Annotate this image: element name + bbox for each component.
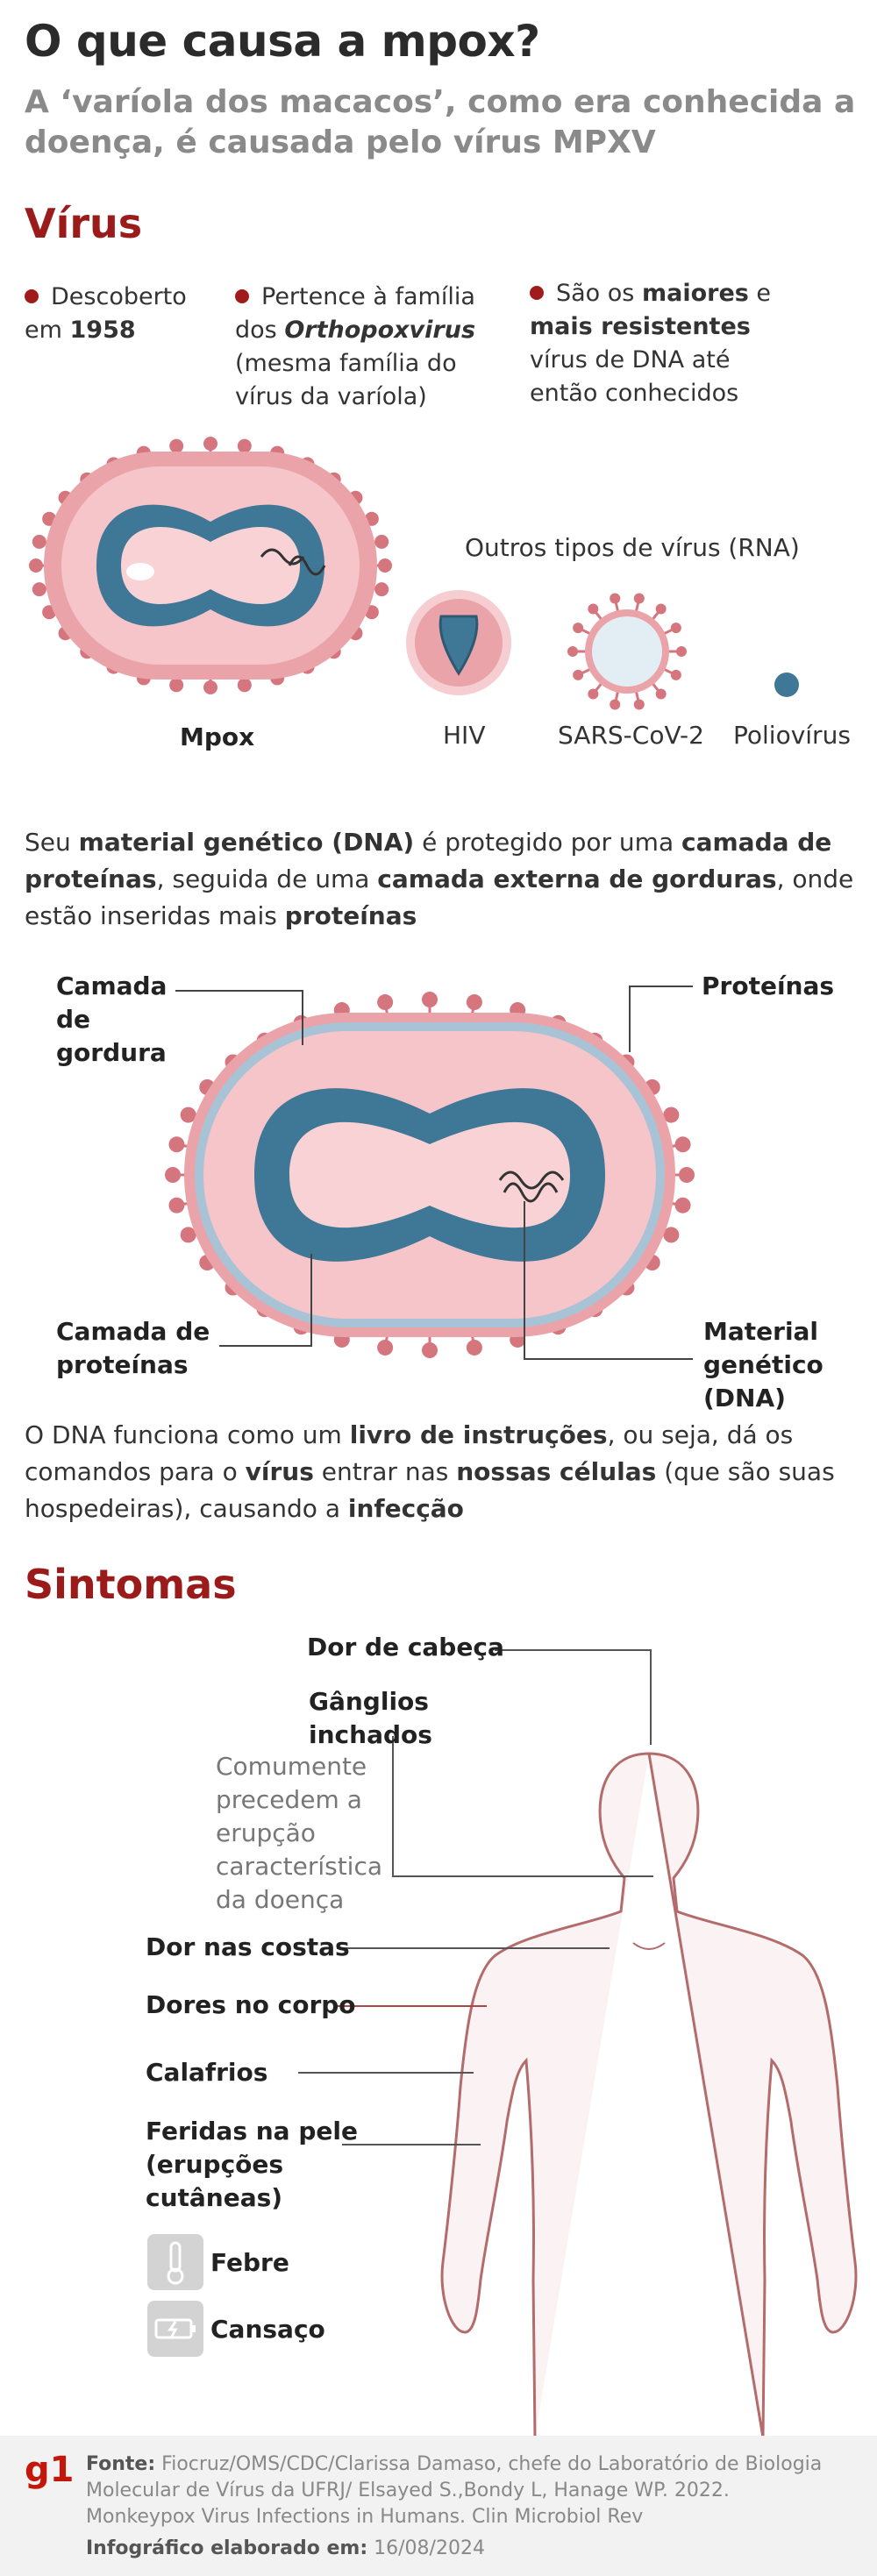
fact-largest: São os maiores e mais resistentes vírus …	[530, 280, 772, 407]
hiv-virus-illustration	[406, 590, 511, 695]
poliovirus-illustration	[774, 672, 799, 697]
thermometer-icon	[147, 2234, 203, 2290]
footer: g1 Fonte: Fiocruz/OMS/CDC/Clarissa Damas…	[0, 2436, 877, 2576]
page-subtitle: A ‘varíola dos macacos’, como era conhec…	[25, 84, 856, 160]
label-proteins: Proteínas	[702, 971, 835, 1000]
publication-date: Infográfico elaborado em: 16/08/2024	[86, 2537, 485, 2559]
symptom-back-pain: Dor nas costas	[146, 1932, 350, 1961]
sars-cov-2-illustration	[567, 593, 687, 710]
bullet-icon	[530, 285, 544, 300]
bullet-icon	[25, 288, 39, 303]
symptom-chills: Calafrios	[146, 2058, 268, 2087]
symptom-skin-lesions: Feridas na pele (erupções cutâneas)	[146, 2117, 358, 2212]
label-fat-layer: Camada de gordura	[56, 971, 168, 1067]
section-heading-virus: Vírus	[25, 200, 143, 247]
virus-structure-diagram	[165, 992, 695, 1358]
bullet-icon	[235, 288, 249, 303]
label-mpox: Mpox	[180, 722, 255, 751]
fact-family: Pertence à família dos Orthopoxvirus (me…	[235, 283, 476, 410]
symptom-glands-note: Comumente precedem a erupção característ…	[216, 1752, 383, 1914]
low-battery-icon	[147, 2301, 203, 2357]
symptom-fever: Febre	[210, 2248, 289, 2277]
symptom-fatigue: Cansaço	[210, 2315, 325, 2344]
symptom-leader-lines	[298, 1649, 653, 2145]
symptom-body-aches: Dores no corpo	[146, 1990, 356, 2019]
label-poliovirus: Poliovírus	[733, 721, 851, 750]
label-sars-cov-2: SARS-CoV-2	[558, 721, 704, 750]
other-viruses-title: Outros tipos de vírus (RNA)	[465, 533, 800, 562]
page-title: O que causa a mpox?	[25, 16, 540, 67]
g1-logo: g1	[25, 2450, 75, 2490]
label-protein-layer: Camada de proteínas	[56, 1317, 210, 1379]
symptom-headache: Dor de cabeça	[307, 1633, 504, 1662]
fact-discovered: Descoberto em 1958	[25, 283, 187, 344]
label-hiv: HIV	[443, 721, 486, 750]
section-heading-symptoms: Sintomas	[25, 1561, 237, 1608]
mpox-virus-illustration	[29, 437, 392, 694]
symptom-swollen-glands: Gânglios inchados	[309, 1687, 432, 1749]
source-credits: Fonte: Fiocruz/OMS/CDC/Clarissa Damaso, …	[86, 2453, 823, 2528]
structure-intro-text: Seu material genético (DNA) é protegido …	[25, 828, 854, 930]
structure-outro-text: O DNA funciona como um livro de instruçõ…	[25, 1420, 835, 1523]
structure-leader-lines	[175, 986, 693, 1360]
label-genetic-material: Material genético (DNA)	[703, 1317, 824, 1413]
